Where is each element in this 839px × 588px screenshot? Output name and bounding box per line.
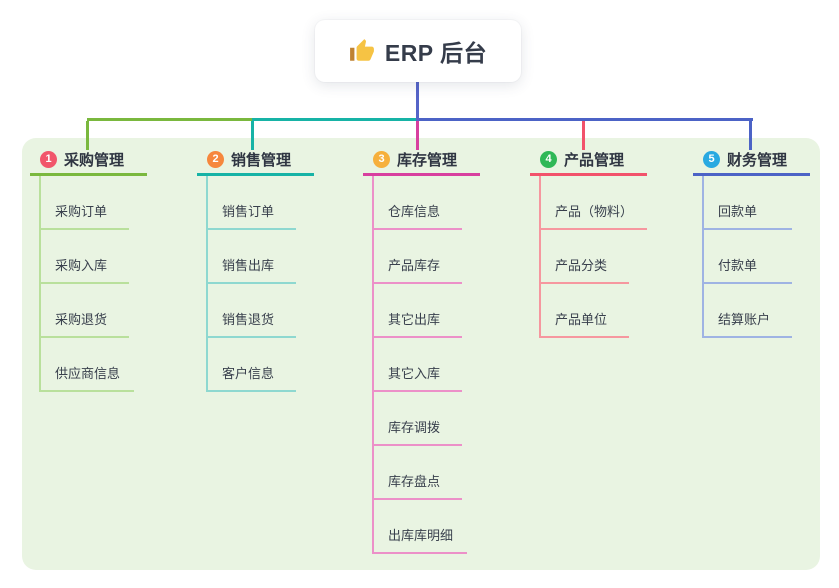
branch-children: 采购订单采购入库采购退货供应商信息 — [39, 176, 147, 392]
connector-branch-5 — [416, 118, 753, 121]
child-node[interactable]: 其它出库 — [374, 284, 462, 338]
branch-children: 销售订单销售出库销售退货客户信息 — [206, 176, 314, 392]
branch-children: 产品（物料） 产品分类产品单位 — [539, 176, 648, 338]
child-node[interactable]: 销售订单 — [208, 176, 296, 230]
branch-label: 销售管理 — [231, 152, 292, 169]
child-node-label: 产品库存 — [388, 258, 441, 273]
child-node[interactable]: 产品分类 — [541, 230, 629, 284]
branch-label: 采购管理 — [64, 152, 125, 169]
child-node[interactable]: 回款单 — [704, 176, 792, 230]
child-node[interactable]: 出库库明细 — [374, 500, 468, 554]
root-title: ERP 后台 — [384, 40, 488, 66]
branch-title-2[interactable]: 2 销售管理 — [197, 146, 314, 176]
child-node-label: 出库库明细 — [388, 528, 454, 543]
child-node-label: 销售订单 — [222, 204, 275, 219]
child-node-label: 回款单 — [718, 204, 758, 219]
thumbs-up-icon — [349, 39, 374, 61]
branch-column-3: 3 库存管理仓库信息产品库存其它出库其它入库库存调拨库存盘点出库库明细 — [363, 146, 480, 554]
child-node-label: 付款单 — [718, 258, 758, 273]
child-node[interactable]: 采购订单 — [41, 176, 129, 230]
child-node-label: 仓库信息 — [388, 204, 441, 219]
child-node-label: 其它出库 — [388, 312, 441, 327]
child-node-label: 库存盘点 — [388, 474, 441, 489]
branch-column-4: 4 产品管理产品（物料） 产品分类产品单位 — [530, 146, 648, 338]
child-node-label: 客户信息 — [222, 366, 275, 381]
child-node[interactable]: 客户信息 — [208, 338, 296, 392]
drop-branch-1 — [86, 121, 89, 150]
branch-title-1[interactable]: 1 采购管理 — [30, 146, 147, 176]
root-stem — [416, 82, 419, 121]
child-node-label: 销售出库 — [222, 258, 275, 273]
drop-branch-2 — [251, 121, 254, 150]
child-node[interactable]: 其它入库 — [374, 338, 462, 392]
branch-column-2: 2 销售管理销售订单销售出库销售退货客户信息 — [197, 146, 314, 392]
child-node-label: 销售退货 — [222, 312, 275, 327]
child-node[interactable]: 供应商信息 — [41, 338, 135, 392]
drop-branch-5 — [749, 121, 752, 150]
child-node-label: 结算账户 — [718, 312, 771, 327]
child-node[interactable]: 采购退货 — [41, 284, 129, 338]
branch-number-badge: 5 — [703, 151, 720, 168]
branch-column-1: 1 采购管理采购订单采购入库采购退货供应商信息 — [30, 146, 147, 392]
child-node[interactable]: 采购入库 — [41, 230, 129, 284]
child-node[interactable]: 产品库存 — [374, 230, 462, 284]
branch-label: 产品管理 — [564, 152, 625, 169]
branch-number-badge: 1 — [40, 151, 57, 168]
child-node-label: 产品（物料） — [555, 204, 634, 219]
branch-title-5[interactable]: 5 财务管理 — [693, 146, 810, 176]
connector-branch-2 — [252, 118, 419, 121]
child-node[interactable]: 销售出库 — [208, 230, 296, 284]
drop-branch-4 — [582, 121, 585, 150]
branch-column-5: 5 财务管理回款单付款单结算账户 — [693, 146, 810, 338]
branch-label: 库存管理 — [397, 152, 458, 169]
child-node[interactable]: 仓库信息 — [374, 176, 462, 230]
child-node[interactable]: 销售退货 — [208, 284, 296, 338]
child-node-label: 产品单位 — [555, 312, 608, 327]
branch-number-badge: 3 — [373, 151, 390, 168]
branch-label: 财务管理 — [727, 152, 788, 169]
child-node-label: 其它入库 — [388, 366, 441, 381]
branch-title-3[interactable]: 3 库存管理 — [363, 146, 480, 176]
child-node-label: 供应商信息 — [55, 366, 121, 381]
child-node[interactable]: 库存盘点 — [374, 446, 462, 500]
child-node[interactable]: 库存调拨 — [374, 392, 462, 446]
child-node[interactable]: 结算账户 — [704, 284, 792, 338]
child-node-label: 采购订单 — [55, 204, 108, 219]
root-node[interactable]: ERP 后台 — [315, 20, 521, 82]
child-node-label: 采购入库 — [55, 258, 108, 273]
drop-branch-3 — [416, 121, 419, 150]
child-node-label: 采购退货 — [55, 312, 108, 327]
branch-number-badge: 2 — [207, 151, 224, 168]
child-node[interactable]: 付款单 — [704, 230, 792, 284]
child-node-label: 库存调拨 — [388, 420, 441, 435]
branch-title-4[interactable]: 4 产品管理 — [530, 146, 647, 176]
branch-children: 仓库信息产品库存其它出库其它入库库存调拨库存盘点出库库明细 — [372, 176, 480, 554]
child-node[interactable]: 产品单位 — [541, 284, 629, 338]
branch-children: 回款单付款单结算账户 — [702, 176, 810, 338]
branch-number-badge: 4 — [540, 151, 557, 168]
child-node-label: 产品分类 — [555, 258, 608, 273]
child-node[interactable]: 产品（物料） — [541, 176, 648, 230]
